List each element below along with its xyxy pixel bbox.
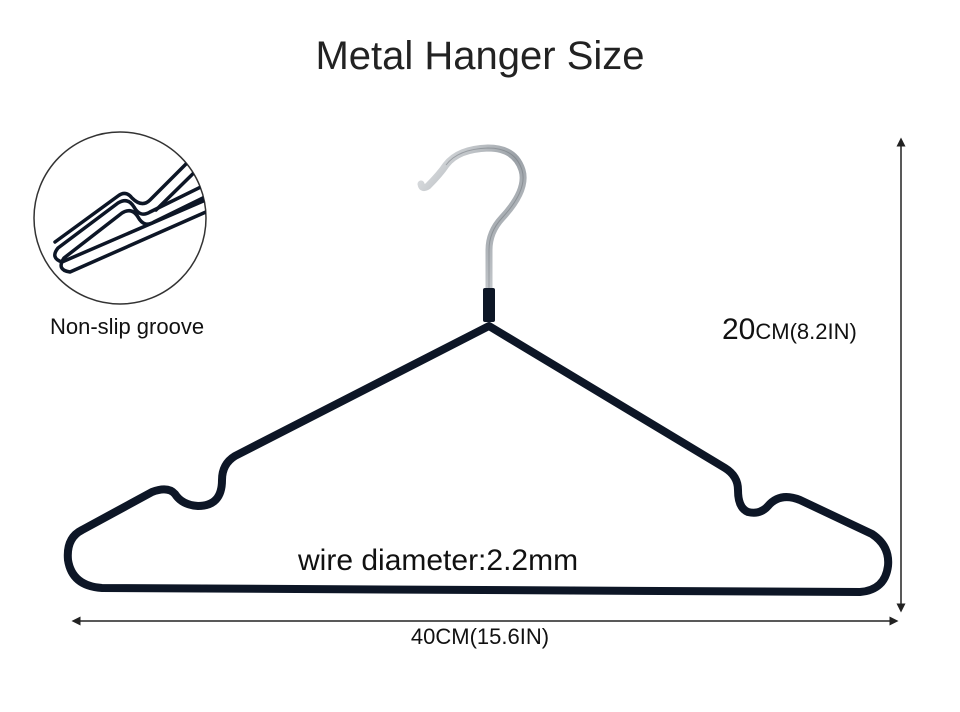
diagram-title: Metal Hanger Size <box>315 34 645 78</box>
wire-diameter-label: wire diameter:2.2mm <box>298 544 579 577</box>
height-label: 20CM(8.2IN) <box>722 313 857 347</box>
non-slip-groove-inset <box>33 131 207 305</box>
width-label: 40CM(15.6IN) <box>410 624 550 649</box>
non-slip-groove-label: Non-slip groove <box>50 314 205 339</box>
height-unit: CM(8.2IN) <box>755 319 857 344</box>
hanger-hook <box>417 144 527 322</box>
height-value: 20 <box>722 313 756 346</box>
hanger-body <box>63 322 893 596</box>
